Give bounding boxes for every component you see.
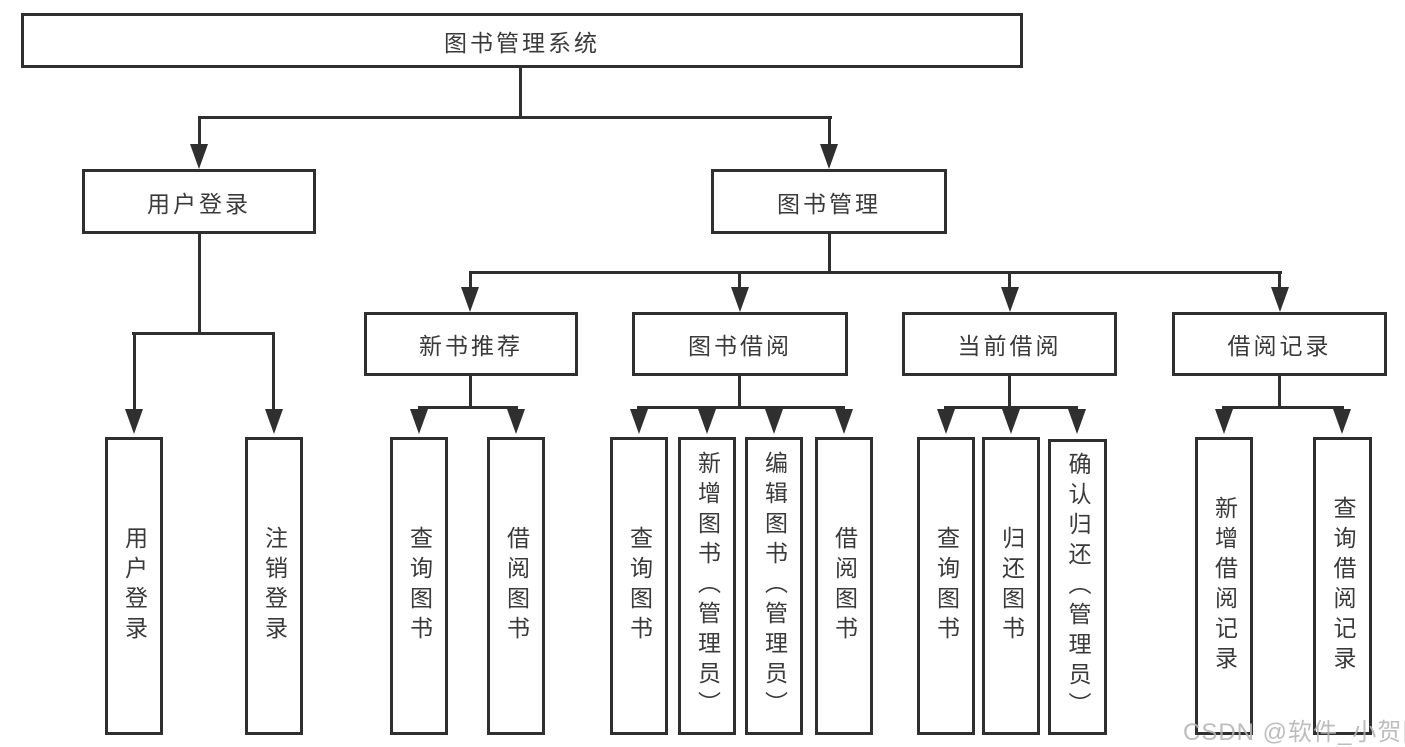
edge-to-recommend-stem xyxy=(469,271,472,288)
arrow-to-leaf-login-icon xyxy=(125,409,143,434)
arrow-current-query-icon xyxy=(937,409,955,434)
leaf-records-add-record: 新增借阅记录 xyxy=(1195,437,1253,735)
edge-to-current-stem xyxy=(1008,271,1011,288)
node-new-book-recommend: 新书推荐 xyxy=(364,312,578,376)
node-current-borrow: 当前借阅 xyxy=(902,312,1117,376)
arrow-borrow-edit-icon xyxy=(765,409,783,434)
arrow-borrow-borrow-icon xyxy=(835,409,853,434)
arrow-to-records-icon xyxy=(1271,287,1289,312)
edge-recommend-stem xyxy=(469,374,472,408)
node-user-login: 用户登录 xyxy=(82,169,316,234)
edge-current-stem xyxy=(1008,374,1011,408)
leaf-records-query-record: 查询借阅记录 xyxy=(1313,437,1372,735)
leaf-borrow-edit-book-admin: 编辑图书（管理员） xyxy=(745,437,803,735)
edge-to-leaf-logout-stem xyxy=(272,332,275,411)
arrow-recommend-borrow-icon xyxy=(507,409,525,434)
node-root: 图书管理系统 xyxy=(21,13,1023,68)
arrow-current-return-icon xyxy=(1002,409,1020,434)
edge-to-leaf-login-stem xyxy=(133,332,136,411)
leaf-borrow-borrow-book: 借阅图书 xyxy=(815,437,873,735)
edge-records-bar xyxy=(1222,406,1344,409)
arrow-records-add-icon xyxy=(1215,409,1233,434)
edge-records-stem xyxy=(1278,374,1281,408)
leaf-current-query-book: 查询图书 xyxy=(917,437,975,735)
arrow-to-user-login-icon xyxy=(190,144,208,169)
leaf-borrow-query-book: 查询图书 xyxy=(610,437,668,735)
edge-borrow-stem xyxy=(738,374,741,408)
arrow-to-borrow-icon xyxy=(731,287,749,312)
edge-user-login-stem xyxy=(198,232,201,335)
leaf-current-return-book: 归还图书 xyxy=(982,437,1040,735)
arrow-to-leaf-logout-icon xyxy=(265,409,283,434)
node-book-management: 图书管理 xyxy=(711,169,947,234)
arrow-to-recommend-icon xyxy=(461,287,479,312)
edge-book-mgmt-stem xyxy=(828,232,831,274)
edge-current-bar xyxy=(944,406,1078,409)
edge-root-to-user-login-stem xyxy=(198,116,201,146)
edge-user-login-bar xyxy=(132,332,275,335)
edge-to-records-stem xyxy=(1278,271,1281,288)
arrow-current-confirm-icon xyxy=(1068,409,1086,434)
leaf-user-login: 用户登录 xyxy=(105,437,163,735)
leaf-borrow-add-book-admin: 新增图书（管理员） xyxy=(678,437,736,735)
watermark-text: CSDN @软件_小贺同学 xyxy=(1183,719,1405,746)
edge-root-bar xyxy=(198,116,832,119)
edge-root-to-book-mgmt-stem xyxy=(828,116,831,146)
node-borrow-records: 借阅记录 xyxy=(1172,312,1387,376)
leaf-logout: 注销登录 xyxy=(245,437,303,735)
edge-recommend-bar xyxy=(418,406,518,409)
arrow-borrow-add-icon xyxy=(698,409,716,434)
arrow-to-book-mgmt-icon xyxy=(820,144,838,169)
leaf-recommend-borrow-book: 借阅图书 xyxy=(487,437,545,735)
node-book-borrow: 图书借阅 xyxy=(632,312,848,376)
arrow-records-query-icon xyxy=(1333,409,1351,434)
edge-book-mgmt-bar xyxy=(469,271,1282,274)
arrow-borrow-query-icon xyxy=(630,409,648,434)
edge-root-stem xyxy=(519,66,522,118)
arrow-to-current-icon xyxy=(1001,287,1019,312)
leaf-recommend-query-book: 查询图书 xyxy=(390,437,448,735)
leaf-current-confirm-return-admin: 确认归还（管理员） xyxy=(1048,439,1107,735)
edge-borrow-bar xyxy=(637,406,845,409)
edge-to-borrow-stem xyxy=(738,271,741,288)
arrow-recommend-query-icon xyxy=(410,409,428,434)
